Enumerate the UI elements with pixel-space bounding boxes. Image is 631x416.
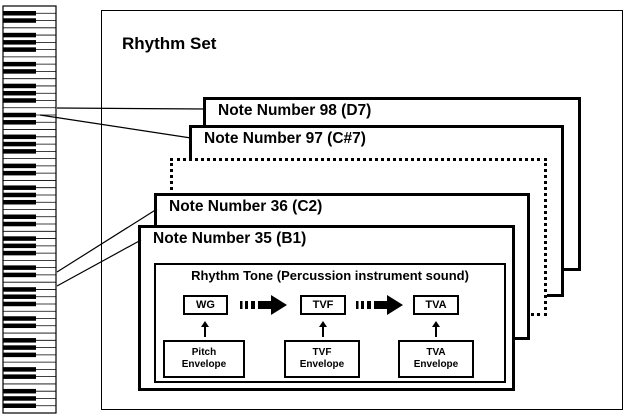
connector-line <box>57 240 141 286</box>
connector-line <box>40 115 191 138</box>
connector-line <box>57 209 157 272</box>
connector-line <box>57 108 205 109</box>
